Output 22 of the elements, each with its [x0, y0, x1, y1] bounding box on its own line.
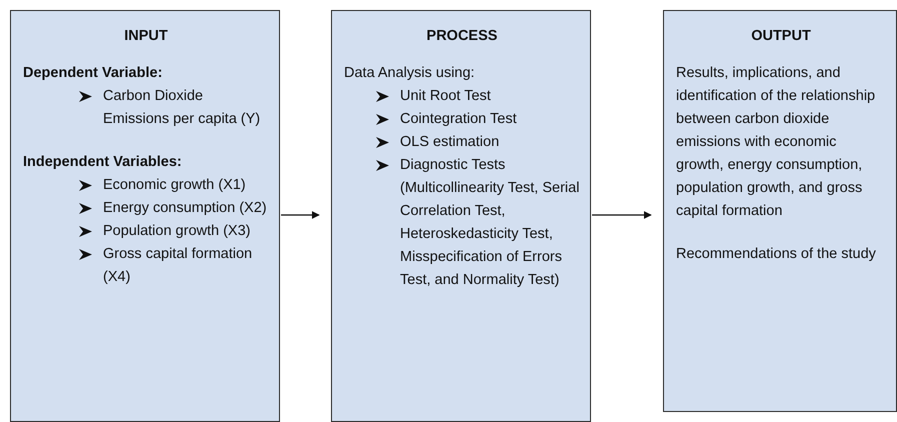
list-item-text: Gross capital formation (X4) [103, 245, 254, 287]
body-text: Data Analysis using: [344, 64, 476, 83]
box-heading: INPUT [123, 27, 169, 46]
list-item-text: Unit Root Test [400, 87, 491, 106]
body-text: Results, implications, and identification of the relationship between carbon dioxide emissions with economic growth, energy consumption, population growth, and gross capital formation [676, 64, 876, 221]
list-item-text: Population growth (X3) [103, 222, 250, 241]
list-item-text: Energy consumption (X2) [103, 199, 267, 218]
list-item-text: Cointegration Test [400, 110, 517, 129]
section-heading: Dependent Variable: [23, 64, 164, 83]
list-item-text: Economic growth (X1) [103, 176, 246, 195]
arrow [281, 211, 320, 219]
arrow [592, 211, 652, 219]
process-box [10, 10, 280, 422]
list-item-text: Diagnostic Tests (Multicollinearity Test, Serial Correlation Test, Heteroskedasticity Test, Misspecification of Errors Test, and Normality Test) [400, 156, 580, 290]
body-text: Recommendations of the study [676, 245, 877, 264]
list-item-text: OLS estimation [400, 133, 500, 152]
process-box [663, 10, 897, 412]
process-box [331, 10, 591, 422]
section-heading: Independent Variables: [23, 153, 183, 172]
box-heading: PROCESS [426, 27, 498, 46]
box-heading: OUTPUT [750, 27, 812, 46]
list-item-text: Carbon Dioxide Emissions per capita (Y) [103, 87, 262, 129]
